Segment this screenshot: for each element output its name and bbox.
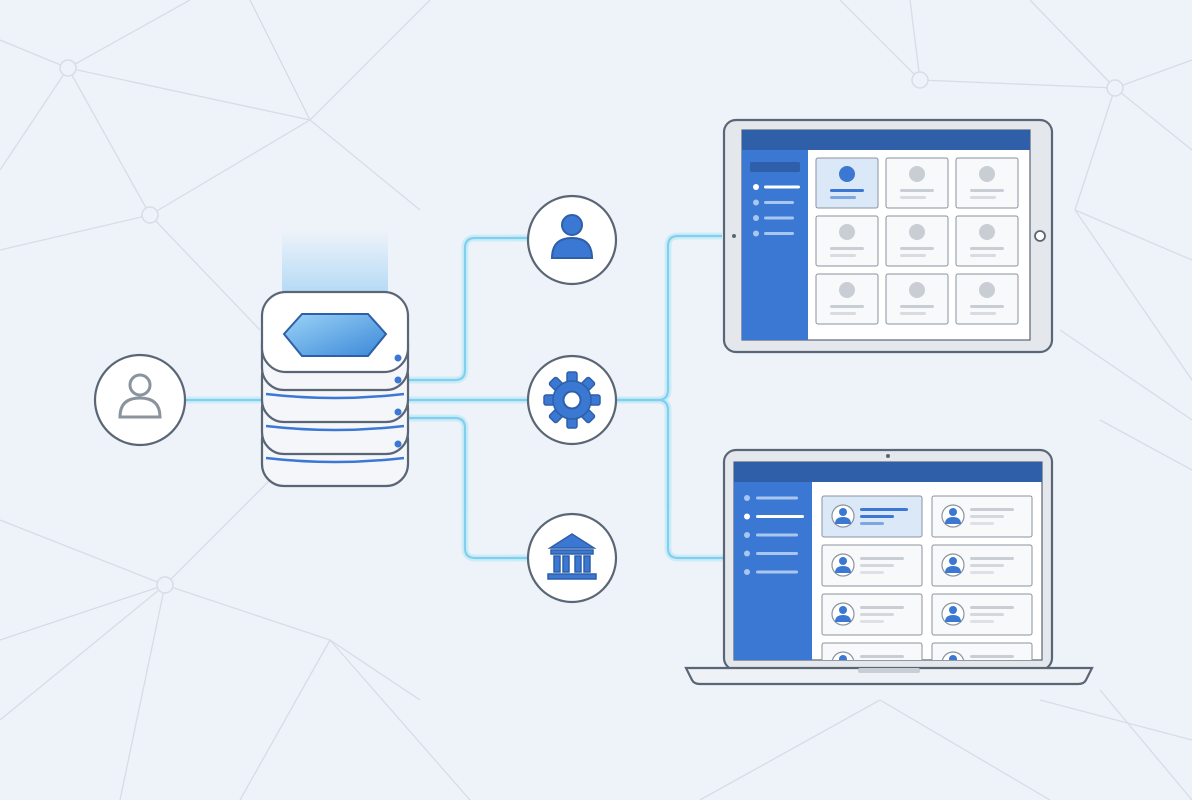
- avatar: [831, 651, 855, 660]
- user-icon: [118, 373, 162, 419]
- sidebar-item: [744, 569, 798, 575]
- avatar: [941, 651, 965, 660]
- tablet-device: [722, 118, 1054, 354]
- profile-card: [955, 215, 1019, 267]
- profile-card: [931, 544, 1033, 587]
- profile-card: [885, 157, 949, 209]
- settings-node: [526, 354, 618, 446]
- sidebar-item: [753, 215, 794, 221]
- profile-card: [955, 273, 1019, 325]
- sidebar-item: [744, 513, 804, 520]
- user-node: [93, 353, 187, 447]
- network-nodes: [59, 59, 1124, 594]
- profile-card: [821, 544, 923, 587]
- avatar: [831, 504, 855, 528]
- tablet-sidebar: [753, 184, 800, 237]
- profile-card: [931, 495, 1033, 538]
- avatar: [941, 553, 965, 577]
- sidebar-item: [753, 199, 794, 206]
- sidebar-item: [753, 230, 794, 237]
- avatar: [941, 602, 965, 626]
- profile-card: [815, 215, 879, 267]
- user-icon: [550, 214, 594, 259]
- institution-node: [526, 512, 618, 604]
- profile-card: [885, 215, 949, 267]
- connector-lines: [185, 232, 730, 562]
- sidebar-item: [744, 550, 798, 557]
- bank-icon: [547, 533, 597, 580]
- profile-card: [821, 642, 923, 660]
- profile-card: [815, 157, 879, 209]
- laptop-sidebar: [744, 495, 804, 575]
- profile-node: [526, 194, 618, 286]
- avatar: [831, 602, 855, 626]
- laptop-card-grid: [821, 495, 1033, 660]
- profile-card: [931, 593, 1033, 636]
- sidebar-item: [753, 184, 800, 190]
- gear-icon: [543, 371, 601, 429]
- profile-card: [821, 593, 923, 636]
- profile-card: [955, 157, 1019, 209]
- avatar: [941, 504, 965, 528]
- profile-card: [885, 273, 949, 325]
- profile-card: [815, 273, 879, 325]
- sidebar-item: [744, 532, 798, 538]
- server-stack: [260, 230, 410, 488]
- sidebar-item: [744, 495, 798, 501]
- profile-card: [931, 642, 1033, 660]
- profile-card: [821, 495, 923, 538]
- avatar: [831, 553, 855, 577]
- laptop-device: [684, 448, 1094, 686]
- tablet-card-grid: [815, 157, 1019, 325]
